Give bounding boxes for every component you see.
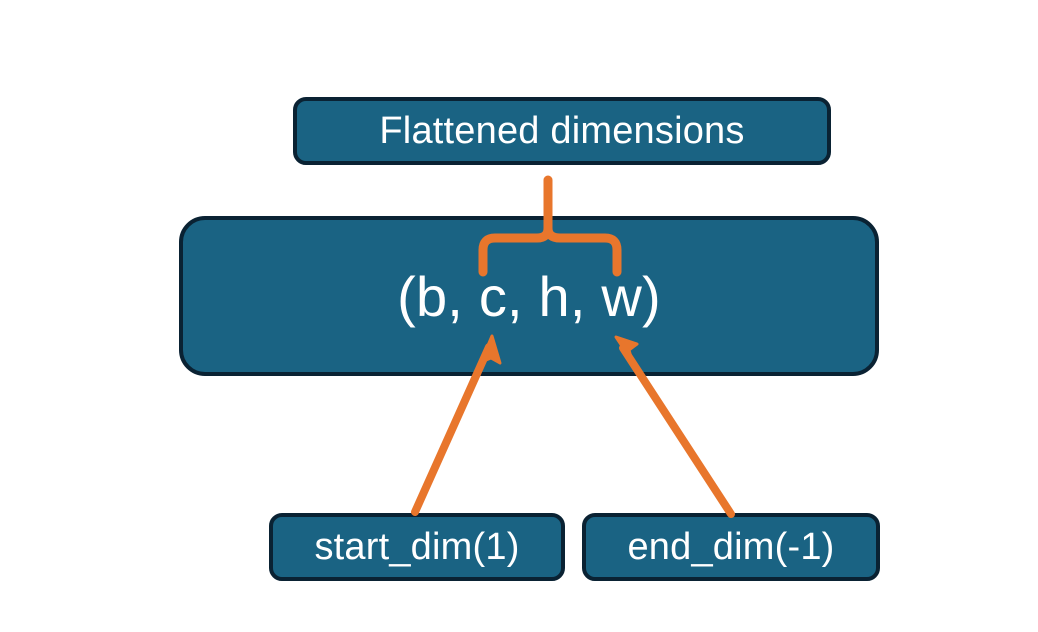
tensor-shape-label: (b, c, h, w) [397,264,661,328]
flattened-dimensions-box[interactable]: Flattened dimensions [293,97,831,165]
start-dim-label: start_dim(1) [314,525,520,568]
flattened-dimensions-label: Flattened dimensions [379,109,745,152]
tensor-shape-box[interactable]: (b, c, h, w) [179,216,879,376]
end-dim-label: end_dim(-1) [627,525,835,568]
end-dim-box[interactable]: end_dim(-1) [582,513,880,581]
start-dim-box[interactable]: start_dim(1) [269,513,565,581]
